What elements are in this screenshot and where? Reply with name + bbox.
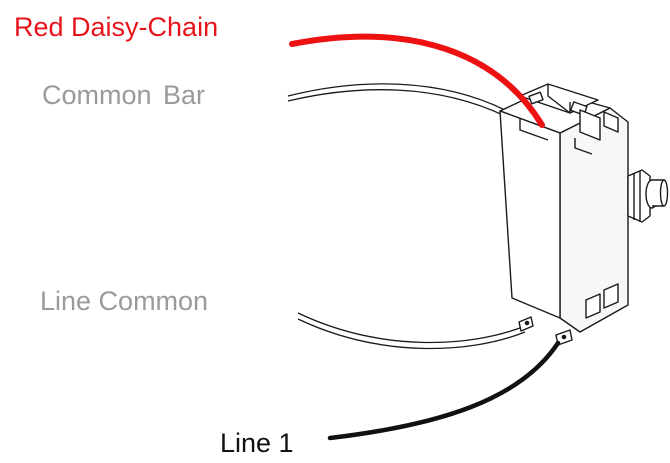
- red-daisy-chain-wire: [289, 33, 545, 128]
- common-bar-label: Common Bar: [42, 80, 206, 110]
- line-1-label: Line 1: [220, 428, 294, 458]
- line-common-wire: [297, 312, 526, 350]
- red-daisy-chain-label: Red Daisy-Chain: [14, 12, 219, 42]
- line-common-label: Line Common: [40, 286, 209, 316]
- toggle-switch-device: [499, 83, 669, 346]
- common-bar-wire: [287, 83, 506, 117]
- line-1-wire: [327, 340, 561, 441]
